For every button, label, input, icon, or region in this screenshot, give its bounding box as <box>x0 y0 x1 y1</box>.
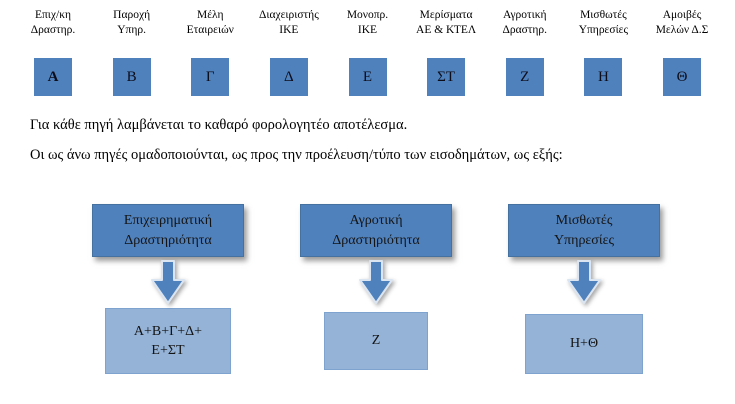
down-arrow-icon <box>359 260 393 305</box>
group-title-box: Αγροτική Δραστηριότητα <box>300 204 452 258</box>
source-letter-box: ΣΤ <box>427 58 466 96</box>
source-letter-box: Α <box>34 58 72 96</box>
source-column-company-members: Μέλη Εταιρειών Γ <box>171 8 249 96</box>
down-arrow-icon <box>567 260 601 305</box>
source-column-agricultural: Αγροτική Δραστηρ. Ζ <box>486 8 564 96</box>
source-label: Αγροτική Δραστηρ. <box>502 9 548 36</box>
group-title-box: Μισθωτές Υπηρεσίες <box>508 204 660 258</box>
source-letter-box: Ε <box>348 58 387 96</box>
source-label: Διαχειριστής ΙΚΕ <box>258 9 319 36</box>
source-column-dividends: Μερίσματα ΑΕ & ΚΤΕΛ ΣΤ <box>407 8 485 96</box>
income-sources-row: Επιχ/κη Δραστηρ. Α Παροχή Υπηρ. Β Μέλη Ε… <box>0 0 735 96</box>
down-arrow-icon <box>151 260 185 305</box>
group-result-box: Α+Β+Γ+Δ+ Ε+ΣΤ <box>105 308 231 375</box>
group-salaried-services: Μισθωτές Υπηρεσίες Η+Θ <box>508 204 660 375</box>
source-column-board-fees: Αμοιβές Μελών Δ.Σ Θ <box>643 8 721 96</box>
group-title-box: Επιχειρηματική Δραστηριότητα <box>92 204 244 258</box>
note-net-taxable-result: Για κάθε πηγή λαμβάνεται το καθαρό φορολ… <box>30 117 408 133</box>
source-label: Μέλη Εταιρειών <box>186 9 234 36</box>
source-column-salaried: Μισθωτές Υπηρεσίες Η <box>564 8 642 96</box>
group-business-activity: Επιχειρηματική Δραστηριότητα Α+Β+Γ+Δ+ Ε+… <box>92 204 244 375</box>
source-column-ike-manager: Διαχειριστής ΙΚΕ Δ <box>250 8 328 96</box>
source-letter-box: Β <box>112 58 151 96</box>
source-letter-box: Η <box>584 58 623 96</box>
source-column-business: Επιχ/κη Δραστηρ. Α <box>14 8 92 96</box>
source-label: Επιχ/κη Δραστηρ. <box>30 9 76 36</box>
note-grouping-intro: Οι ως άνω πηγές ομαδοποιούνται, ως προς … <box>30 147 563 163</box>
source-label: Παροχή Υπηρ. <box>113 9 151 36</box>
source-label: Μερίσματα ΑΕ & ΚΤΕΛ <box>416 9 477 36</box>
source-label: Αμοιβές Μελών Δ.Σ <box>655 9 709 36</box>
source-letter-box: Θ <box>663 58 701 96</box>
source-column-single-member-ike: Μονοπρ. ΙΚΕ Ε <box>329 8 407 96</box>
source-label: Μισθωτές Υπηρεσίες <box>578 9 629 36</box>
group-result-box: Η+Θ <box>525 314 643 375</box>
group-agricultural-activity: Αγροτική Δραστηριότητα Ζ <box>300 204 452 374</box>
source-letter-box: Ζ <box>505 58 544 96</box>
grouping-diagram: Επιχειρηματική Δραστηριότητα Α+Β+Γ+Δ+ Ε+… <box>0 204 735 375</box>
source-letter-box: Δ <box>269 58 308 96</box>
source-column-services: Παροχή Υπηρ. Β <box>93 8 171 96</box>
source-letter-box: Γ <box>191 58 230 96</box>
source-label: Μονοπρ. ΙΚΕ <box>346 9 389 36</box>
group-result-box: Ζ <box>324 312 428 371</box>
